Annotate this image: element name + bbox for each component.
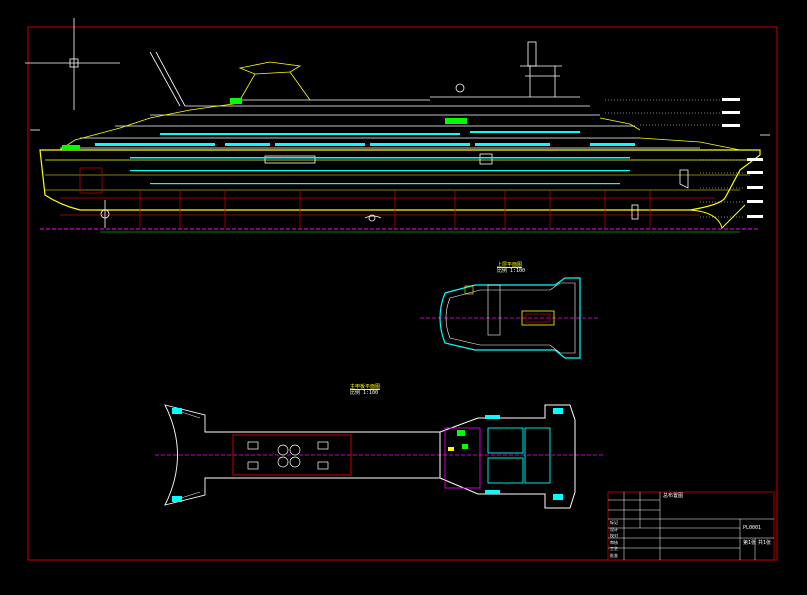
title-block-project: 总布置图	[663, 493, 684, 499]
cabin-windows	[95, 131, 635, 146]
ship-side-profile	[30, 41, 770, 233]
title-block-total: 共1张	[758, 540, 772, 546]
title-block-docno: PL0001	[743, 525, 762, 531]
title-block-sheet: 第1张	[743, 540, 757, 546]
lower-plan-scale: 比例 1:100	[350, 390, 379, 396]
title-block-row: 校对	[610, 533, 618, 538]
upper-plan-scale: 比例 1:100	[497, 268, 526, 274]
upper-plan-label: 上层平面图 比例 1:100	[497, 262, 525, 274]
title-block-rows: 标记 设计 校对 审核 工艺 批准	[610, 520, 618, 559]
lower-plan-title: 主甲板平面图	[350, 384, 381, 390]
title-block-row: 标记	[610, 520, 618, 525]
drawing-frame	[27, 26, 778, 561]
main-deck-plan	[155, 404, 605, 509]
title-block-row: 批准	[610, 552, 618, 558]
title-block-row: 设计	[610, 526, 618, 532]
lower-plan-label: 主甲板平面图 比例 1:100	[350, 384, 380, 396]
upper-deck-plan	[420, 277, 600, 359]
upper-plan-title: 上层平面图	[497, 262, 523, 268]
hull-outline	[39, 149, 761, 211]
title-block-row: 工艺	[610, 546, 618, 551]
title-block-row: 审核	[610, 539, 618, 545]
ucs-crosshair-icon[interactable]	[25, 18, 120, 110]
title-block	[607, 491, 775, 561]
